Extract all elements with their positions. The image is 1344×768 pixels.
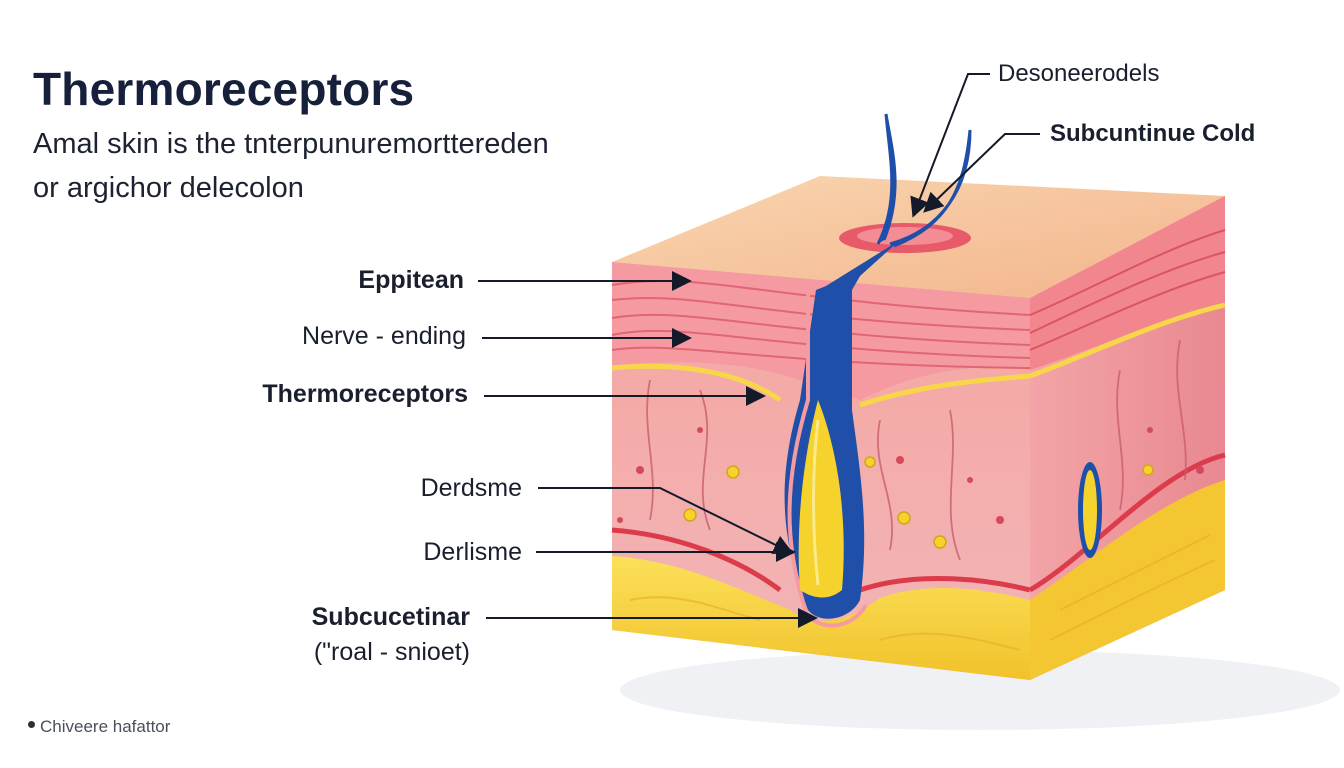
label-eppitean: Eppitean bbox=[358, 266, 464, 294]
label-desoneerodels: Desoneerodels bbox=[998, 60, 1160, 87]
label-subcucetinar-note: ("roal - snioet) bbox=[313, 638, 470, 666]
arrow-derdsme bbox=[538, 487, 794, 554]
label-subcuntinue-cold: Subcuntinue Cold bbox=[1050, 120, 1256, 147]
bullet-icon bbox=[28, 720, 35, 728]
arrow-subcuntinue-cold bbox=[923, 133, 1040, 213]
label-nerve-ending: Nerve - ending bbox=[302, 322, 466, 350]
block-shadow bbox=[620, 650, 1340, 730]
nerve-ending-left bbox=[876, 113, 897, 245]
subcutaneous-front bbox=[612, 556, 1030, 680]
footer-text: Chiveere hafattor bbox=[40, 717, 171, 736]
subtitle-line-2: or argichor delecolon bbox=[33, 172, 304, 204]
label-derlisme: Derlisme bbox=[423, 538, 522, 566]
page-title: Thermoreceptors bbox=[33, 63, 415, 115]
page-subtitle: Amal skin is the tnterpunuremorttereden … bbox=[33, 122, 713, 210]
subcutaneous-side bbox=[1030, 480, 1225, 680]
label-thermoreceptors: Thermoreceptors bbox=[262, 380, 468, 408]
subtitle-line-1: Amal skin is the tnterpunuremorttereden bbox=[33, 128, 549, 160]
epidermis-side bbox=[1030, 196, 1225, 370]
nerve-ending-right bbox=[889, 129, 972, 248]
label-derdsme: Derdsme bbox=[420, 474, 522, 502]
arrow-desoneerodels bbox=[910, 73, 990, 218]
thermoreceptor-core bbox=[798, 400, 844, 598]
label-subcucetinar: Subcucetinar bbox=[311, 603, 470, 631]
footer-caption: Chiveere hafattor bbox=[28, 717, 170, 737]
